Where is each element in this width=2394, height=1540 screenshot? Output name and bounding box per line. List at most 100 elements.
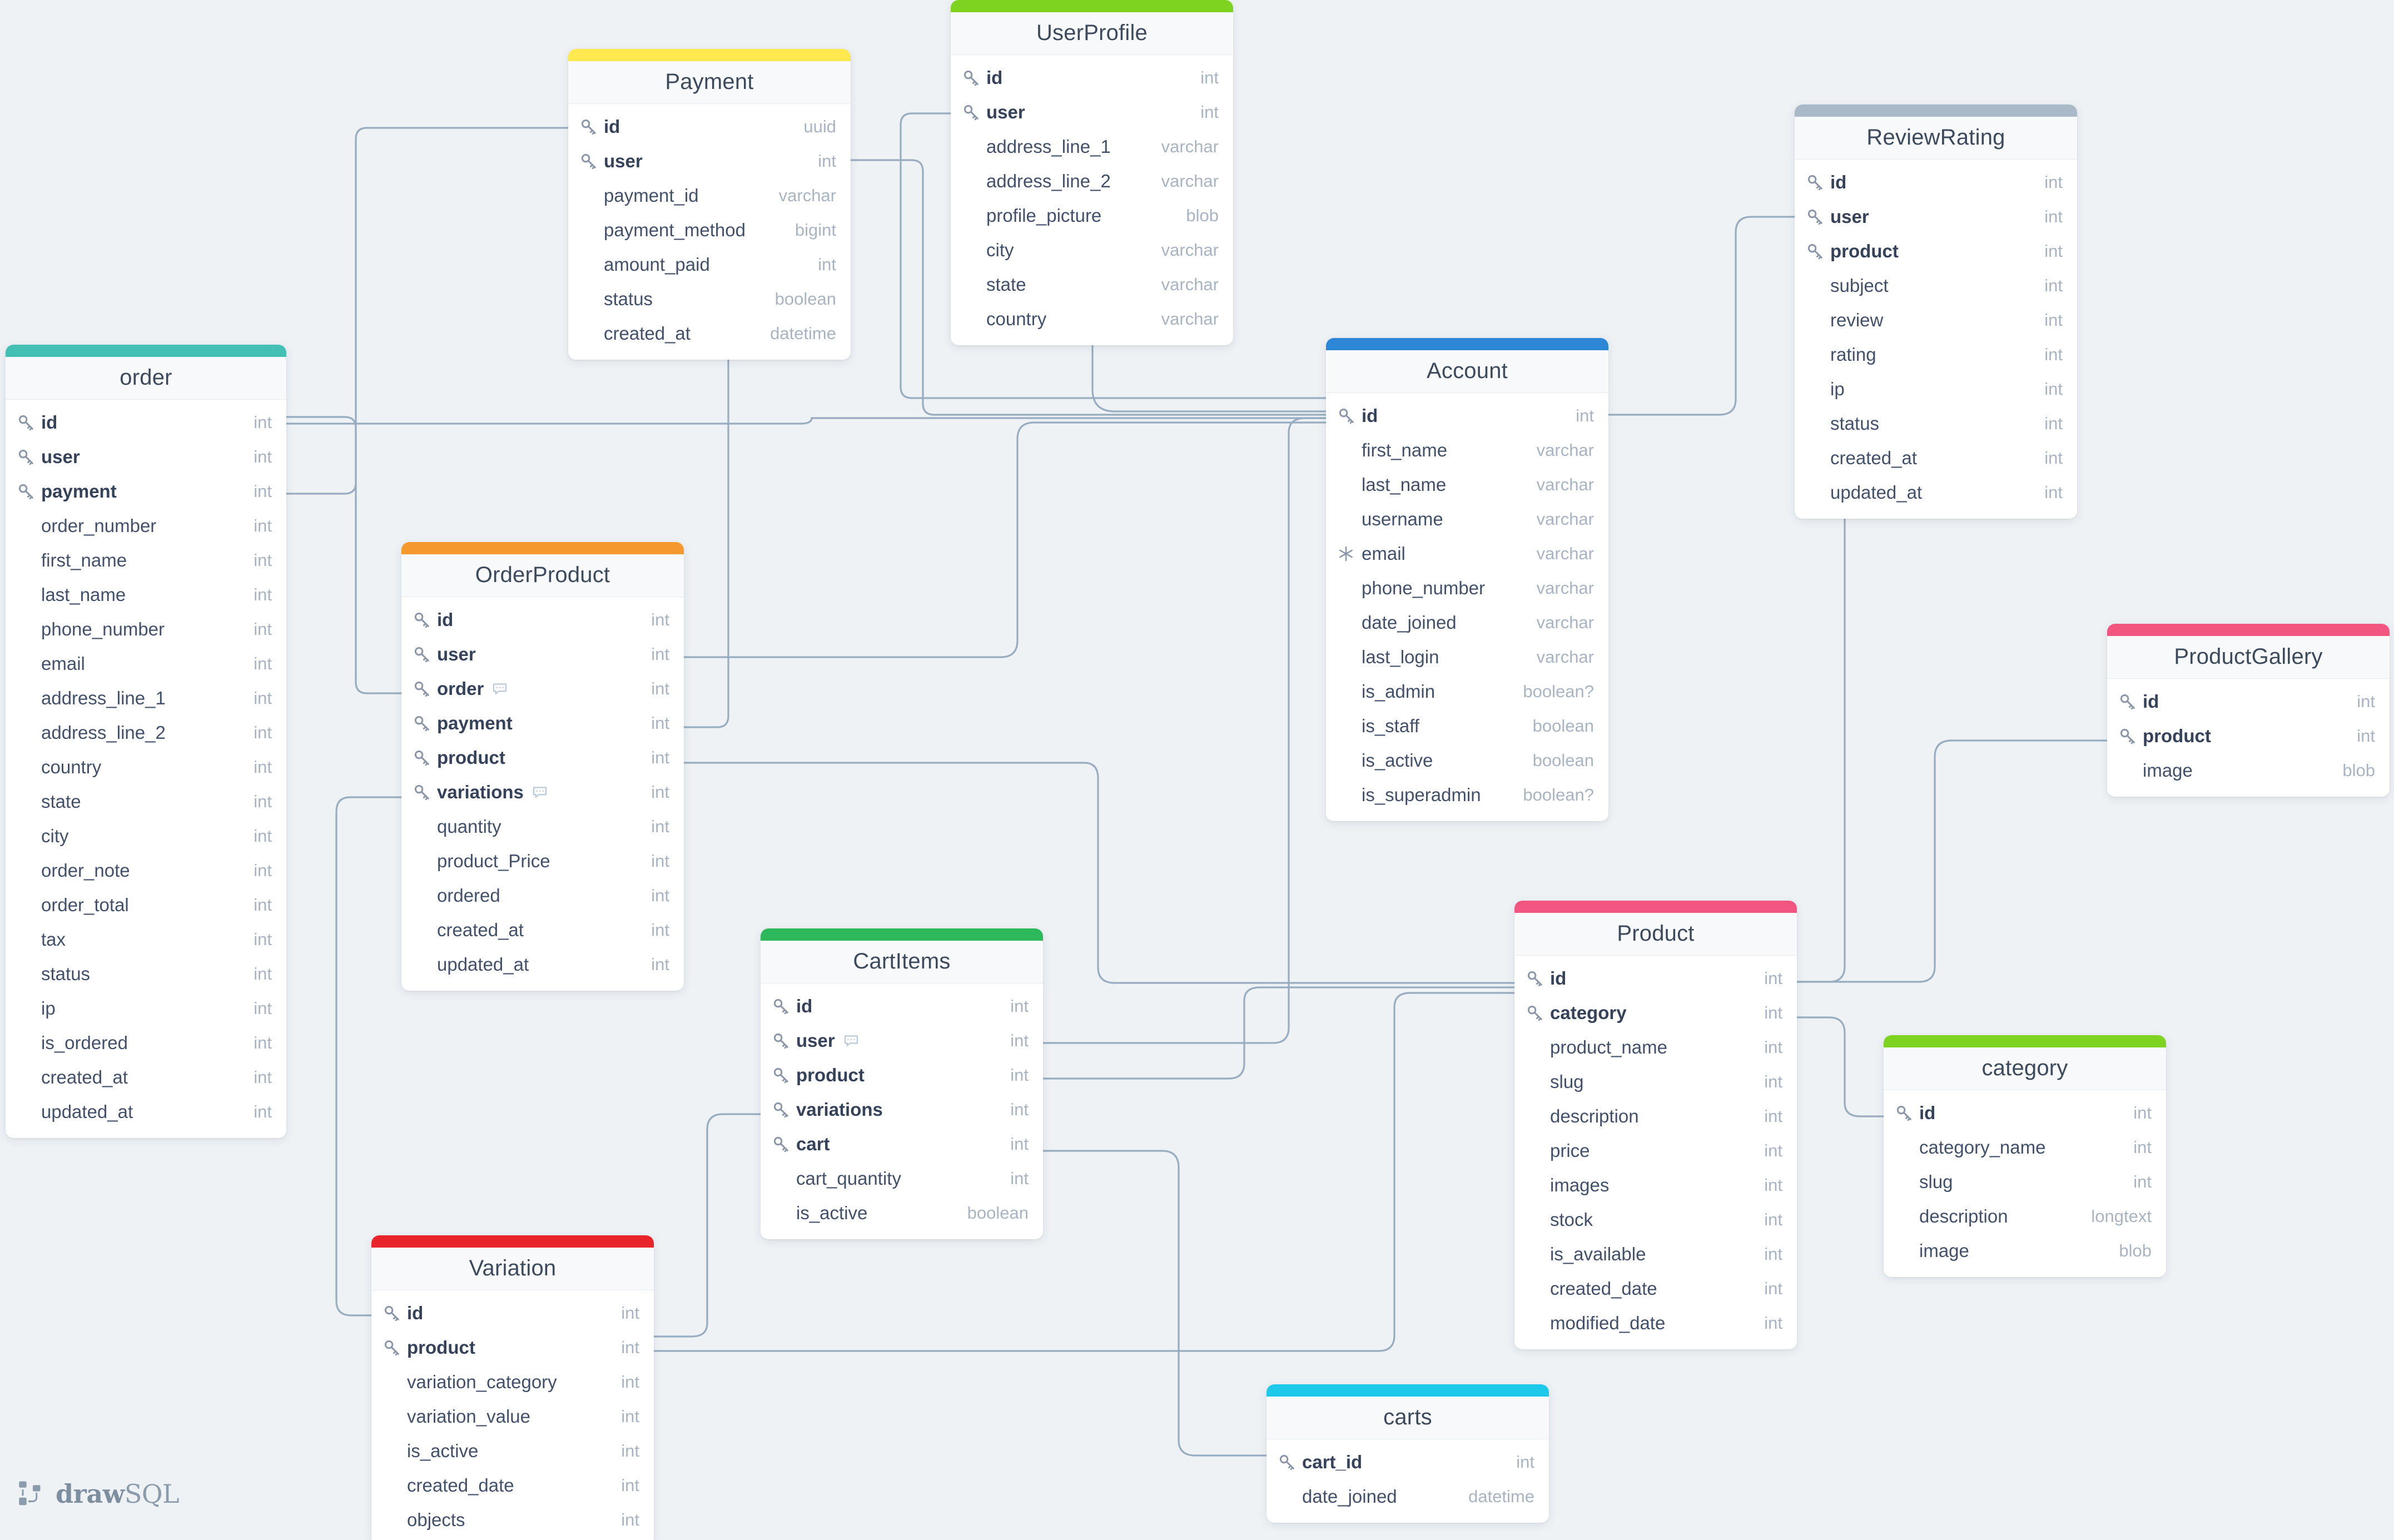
comment-note-icon[interactable] — [532, 784, 548, 801]
table-header[interactable]: ReviewRating — [1795, 117, 2077, 160]
table-header[interactable]: Payment — [568, 61, 851, 104]
table-header[interactable]: CartItems — [761, 941, 1043, 983]
table-header[interactable]: order — [6, 357, 286, 400]
table-header[interactable]: OrderProduct — [401, 554, 684, 597]
table-header[interactable]: Variation — [371, 1248, 654, 1290]
table-header[interactable]: category — [1884, 1047, 2166, 1090]
table-header[interactable]: ProductGallery — [2107, 636, 2390, 679]
comment-note-icon[interactable] — [491, 680, 508, 697]
comment-note-icon[interactable] — [843, 1032, 860, 1049]
